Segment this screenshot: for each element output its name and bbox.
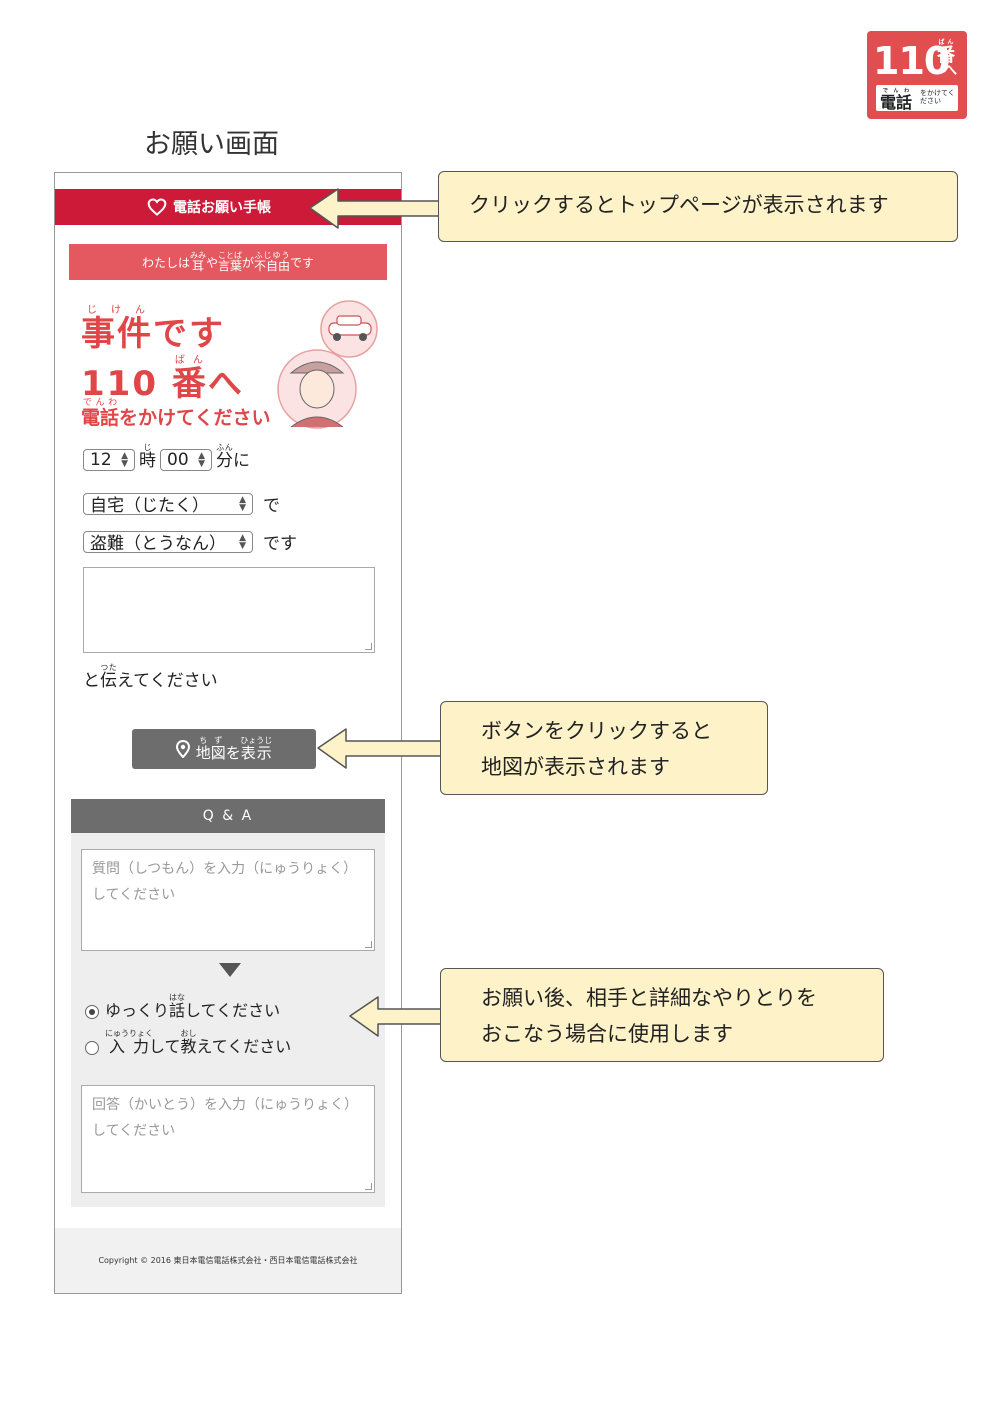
- message-textarea[interactable]: [83, 567, 375, 653]
- heart-icon: [147, 198, 167, 216]
- place-suffix: で: [263, 496, 280, 516]
- arrow-to-qa: [349, 996, 442, 1037]
- show-map-label: 地図ちずを表示ひょうじ: [195, 735, 273, 762]
- footer-copyright: Copyright © 2016 東日本電信電話株式会社・西日本電信電話株式会社: [55, 1228, 401, 1293]
- radio-speak-slowly-label: ゆっくり話はなしてください: [105, 993, 281, 1020]
- page-heading: お願い画面: [144, 129, 279, 160]
- badge-kakete: をかけてください: [920, 89, 955, 105]
- badge-strip: 電話でんわ をかけてください: [876, 85, 958, 112]
- badge-number: 110: [873, 39, 950, 83]
- app-header-title[interactable]: 電話お願い手帳: [147, 197, 271, 217]
- headline-call: 電話でんわをかけてください: [81, 398, 271, 429]
- incident-select[interactable]: 盗難（とうなん）▲▼: [83, 530, 253, 554]
- place-select[interactable]: 自宅（じたく）▲▼: [83, 492, 253, 516]
- qa-header: Q & A: [71, 799, 385, 833]
- headline-110: 110 番ばんへ: [81, 355, 244, 404]
- hour-select[interactable]: 12▲▼: [83, 449, 135, 471]
- select-arrows-icon: ▲▼: [121, 451, 128, 469]
- badge-he: へ: [943, 63, 957, 79]
- callout-top-page: クリックするとトップページが表示されます: [438, 171, 958, 242]
- radio-unchecked-icon[interactable]: [85, 1041, 99, 1055]
- resize-handle[interactable]: [365, 1183, 372, 1190]
- select-arrows-icon: ▲▼: [198, 451, 205, 469]
- arrow-to-header: [309, 188, 441, 229]
- qa-panel: 質問（しつもん）を入力（にゅうりょく）してください ゆっくり話はなしてください …: [71, 833, 385, 1207]
- incident-row: 盗難（とうなん）▲▼ です: [83, 529, 297, 554]
- question-input[interactable]: 質問（しつもん）を入力（にゅうりょく）してください: [81, 849, 375, 951]
- callout-qa: お願い後、相手と詳細なやりとりを おこなう場合に使用します: [440, 968, 884, 1062]
- arrow-to-map-button: [317, 728, 442, 769]
- minute-label: 分ふんに: [216, 443, 250, 471]
- radio-speak-slowly[interactable]: ゆっくり話はなしてください: [85, 993, 280, 1021]
- badge-ban: 番ばん: [937, 39, 955, 66]
- police-illustration: [277, 300, 378, 429]
- question-placeholder: 質問（しつもん）を入力（にゅうりょく）してください: [92, 861, 358, 903]
- minute-select[interactable]: 00▲▼: [160, 449, 212, 471]
- radio-type-answer[interactable]: 入力にゅうりょくして教おしえてください: [85, 1029, 291, 1057]
- disability-notice: わたしは耳みみや言葉ことばが不自由ふじゆうです: [69, 244, 387, 280]
- resize-handle[interactable]: [365, 643, 372, 650]
- header-title-text: 電話お願い手帳: [173, 200, 271, 216]
- radio-type-answer-label: 入力にゅうりょくして教おしえてください: [105, 1029, 292, 1056]
- location-pin-icon: [175, 740, 190, 758]
- show-map-button[interactable]: 地図ちずを表示ひょうじ: [132, 729, 316, 769]
- hour-label: 時じ: [139, 443, 156, 471]
- resize-handle[interactable]: [365, 941, 372, 948]
- select-arrows-icon: ▲▼: [239, 494, 246, 513]
- 110-badge-logo: 110 番ばん へ 電話でんわ をかけてください: [867, 31, 967, 119]
- badge-denwa: 電話でんわ: [880, 88, 913, 112]
- headline-incident: 事件じけんです: [81, 305, 225, 354]
- answer-placeholder: 回答（かいとう）を入力（にゅうりょく）してください: [92, 1097, 358, 1139]
- down-arrow-icon: [219, 963, 241, 977]
- answer-input[interactable]: 回答（かいとう）を入力（にゅうりょく）してください: [81, 1085, 375, 1193]
- tell-text: と伝つたえてください: [83, 663, 218, 691]
- time-row: 12▲▼ 時じ 00▲▼ 分ふんに: [83, 443, 250, 471]
- place-row: 自宅（じたく）▲▼ で: [83, 491, 280, 516]
- callout-map: ボタンをクリックすると 地図が表示されます: [440, 701, 768, 795]
- radio-checked-icon[interactable]: [85, 1005, 99, 1019]
- incident-suffix: です: [263, 534, 297, 554]
- phone-screen: 電話お願い手帳 わたしは耳みみや言葉ことばが不自由ふじゆうです 事件じけんです …: [54, 172, 402, 1294]
- select-arrows-icon: ▲▼: [239, 532, 246, 551]
